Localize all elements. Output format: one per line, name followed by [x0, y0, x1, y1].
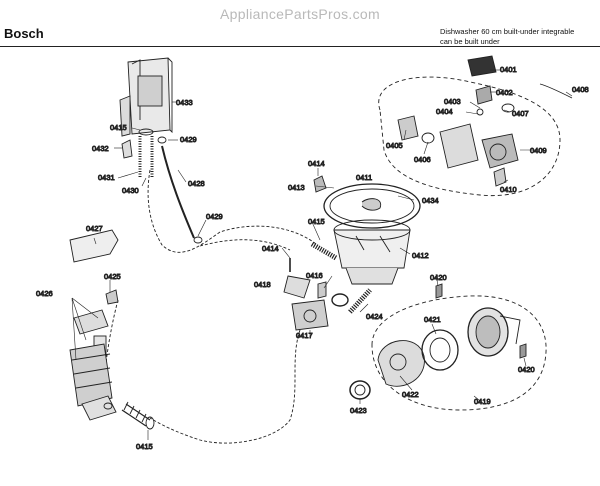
- label-0414b: 0414: [262, 244, 279, 253]
- hose-0415-mid: [310, 241, 338, 261]
- label-0403: 0403: [444, 97, 461, 106]
- label-0434: 0434: [422, 196, 439, 205]
- label-0417: 0417: [296, 331, 313, 340]
- label-0415c: 0415: [136, 442, 153, 451]
- label-0414a: 0414: [308, 159, 325, 168]
- label-0410: 0410: [500, 185, 517, 194]
- dashed-wire-path: [149, 329, 301, 444]
- label-0425: 0425: [104, 272, 121, 281]
- label-0422: 0422: [402, 390, 419, 399]
- label-0404: 0404: [436, 107, 453, 116]
- label-0433: 0433: [176, 98, 193, 107]
- model-description: Dishwasher 60 cm built-under integrable …: [440, 27, 600, 47]
- brand-title: Bosch: [4, 26, 44, 41]
- connector-0432: [121, 139, 133, 159]
- boundary-0419: [371, 295, 547, 411]
- part-0413: [313, 175, 327, 193]
- label-0420a: 0420: [430, 273, 447, 282]
- clamp-0415-top: [138, 128, 154, 136]
- label-0423: 0423: [350, 406, 367, 415]
- pressure-switch-0417: [291, 299, 329, 331]
- header-divider: [0, 46, 600, 47]
- label-0430: 0430: [122, 186, 139, 195]
- leader-lines: [71, 69, 573, 440]
- label-0429a: 0429: [180, 135, 197, 144]
- label-0408: 0408: [572, 85, 589, 94]
- label-0429b: 0429: [206, 212, 223, 221]
- clamp-0429-mid: [193, 236, 203, 244]
- label-0421: 0421: [424, 315, 441, 324]
- hose-0415-bottom: [103, 401, 155, 430]
- label-0420b: 0420: [518, 365, 535, 374]
- label-0409: 0409: [530, 146, 547, 155]
- label-0411: 0411: [356, 173, 372, 182]
- drain-hoses: [138, 136, 195, 239]
- label-0402: 0402: [496, 88, 513, 97]
- sump-assembly: [323, 183, 421, 285]
- part-0416: [317, 281, 327, 299]
- label-0431: 0431: [98, 173, 115, 182]
- label-0432: 0432: [92, 144, 109, 153]
- heater-assembly: [69, 309, 117, 421]
- label-0407: 0407: [512, 109, 529, 118]
- label-0406: 0406: [414, 155, 431, 164]
- label-0419: 0419: [474, 397, 491, 406]
- label-0426: 0426: [36, 289, 53, 298]
- cover-0427: [69, 229, 119, 263]
- model-description-line1: Dishwasher 60 cm built-under integrable: [440, 27, 575, 36]
- label-0401: 0401: [500, 65, 517, 74]
- label-0415a: 0415: [110, 123, 127, 132]
- label-0413: 0413: [288, 183, 305, 192]
- label-0412: 0412: [412, 251, 429, 260]
- label-0427: 0427: [86, 224, 103, 233]
- label-0424: 0424: [366, 312, 383, 321]
- hose-0424: [348, 288, 372, 314]
- inlet-valve-cluster: [397, 55, 573, 187]
- dashed-hose-path: [147, 169, 317, 253]
- softener-reservoir: [119, 57, 173, 137]
- label-0415b: 0415: [308, 217, 325, 226]
- boundary-0409: [378, 76, 561, 197]
- pump-assembly: [349, 283, 527, 400]
- gasket-0424: [331, 293, 349, 307]
- label-0418: 0418: [254, 280, 271, 289]
- model-description-line2: can be built under: [440, 37, 500, 46]
- clamp-0429-top: [157, 136, 167, 144]
- label-0416: 0416: [306, 271, 323, 280]
- label-0405: 0405: [386, 141, 403, 150]
- bracket-0425: [105, 289, 119, 305]
- bracket-0418: [283, 275, 311, 299]
- label-0428: 0428: [188, 179, 205, 188]
- watermark: AppliancePartsPros.com: [220, 6, 380, 22]
